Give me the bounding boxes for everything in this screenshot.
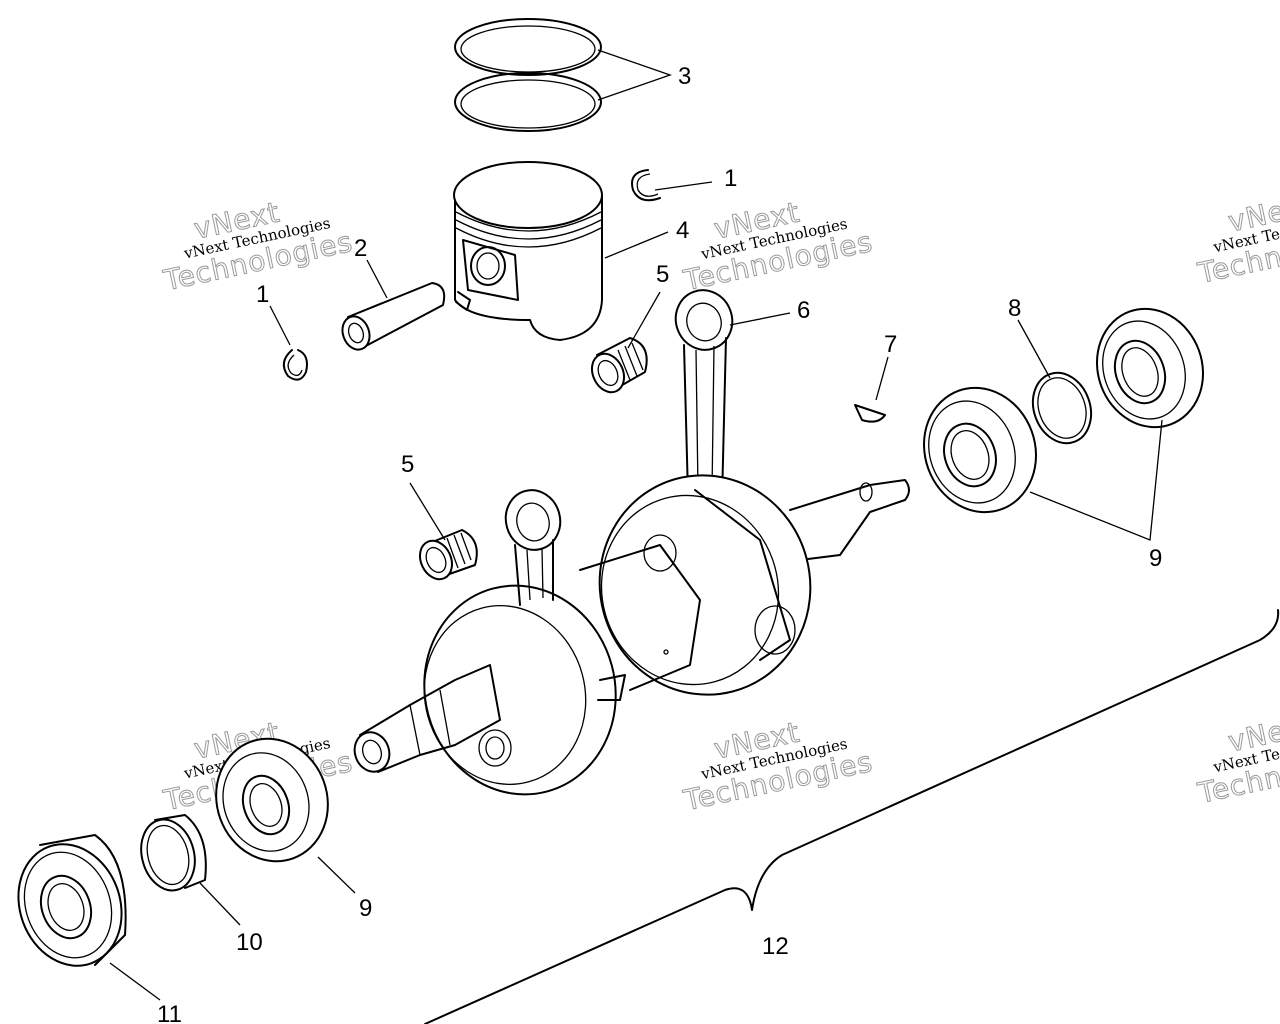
woodruff-key: [854, 404, 886, 423]
piston: [453, 161, 603, 341]
bearing-left: [215, 737, 329, 863]
piston-rings: [454, 18, 602, 132]
label-needle-bearing-upper: 5: [656, 261, 669, 288]
label-connecting-rod: 6: [797, 297, 810, 324]
label-bearing-left: 9: [359, 895, 372, 922]
shim-ring: [1031, 371, 1093, 445]
retainer-ring-left: [282, 349, 308, 381]
watermark-bottom-right: vNext Technologies vNext Technologies: [1194, 708, 1280, 811]
spacer-ring: [140, 814, 207, 892]
label-bearing-right: 9: [1149, 545, 1162, 572]
label-wrist-pin: 2: [354, 235, 367, 262]
seal: [17, 834, 127, 967]
label-retainer-ring-left: 1: [256, 281, 269, 308]
part-labels: 3 1 4 2 1 5 6 7 8 9 5 9 10 11 12: [157, 63, 1162, 1024]
watermark-bottom-center: vNext Technologies vNext Technologies: [680, 715, 877, 818]
bearing-far-right: [1096, 307, 1204, 429]
label-retainer-ring-right: 1: [724, 165, 737, 192]
watermark-top-center: vNext Technologies vNext Technologies: [680, 195, 877, 298]
watermark-top-left: vNext Technologies vNext Technologies: [160, 195, 357, 298]
wrist-pin: [341, 282, 446, 351]
label-woodruff-key: 7: [884, 331, 897, 358]
leader-lines: [109, 49, 1163, 1001]
watermark-top-right: vNext Technologies vNext Technologies: [1194, 188, 1280, 291]
retainer-ring-right: [631, 169, 661, 202]
assembly-brace: [424, 609, 1280, 1024]
label-needle-bearing-lower: 5: [401, 451, 414, 478]
label-crankshaft-assembly: 12: [762, 933, 789, 960]
label-piston-rings: 3: [678, 63, 691, 90]
connecting-rod: [674, 289, 734, 501]
bearing-right: [923, 386, 1037, 514]
needle-bearing-lower: [418, 529, 478, 581]
crankshaft: [353, 474, 910, 796]
label-piston: 4: [676, 217, 689, 244]
label-seal: 11: [157, 1001, 182, 1024]
needle-bearing-upper: [590, 337, 648, 394]
label-shim-ring: 8: [1008, 295, 1021, 322]
label-spacer-ring: 10: [236, 929, 263, 956]
